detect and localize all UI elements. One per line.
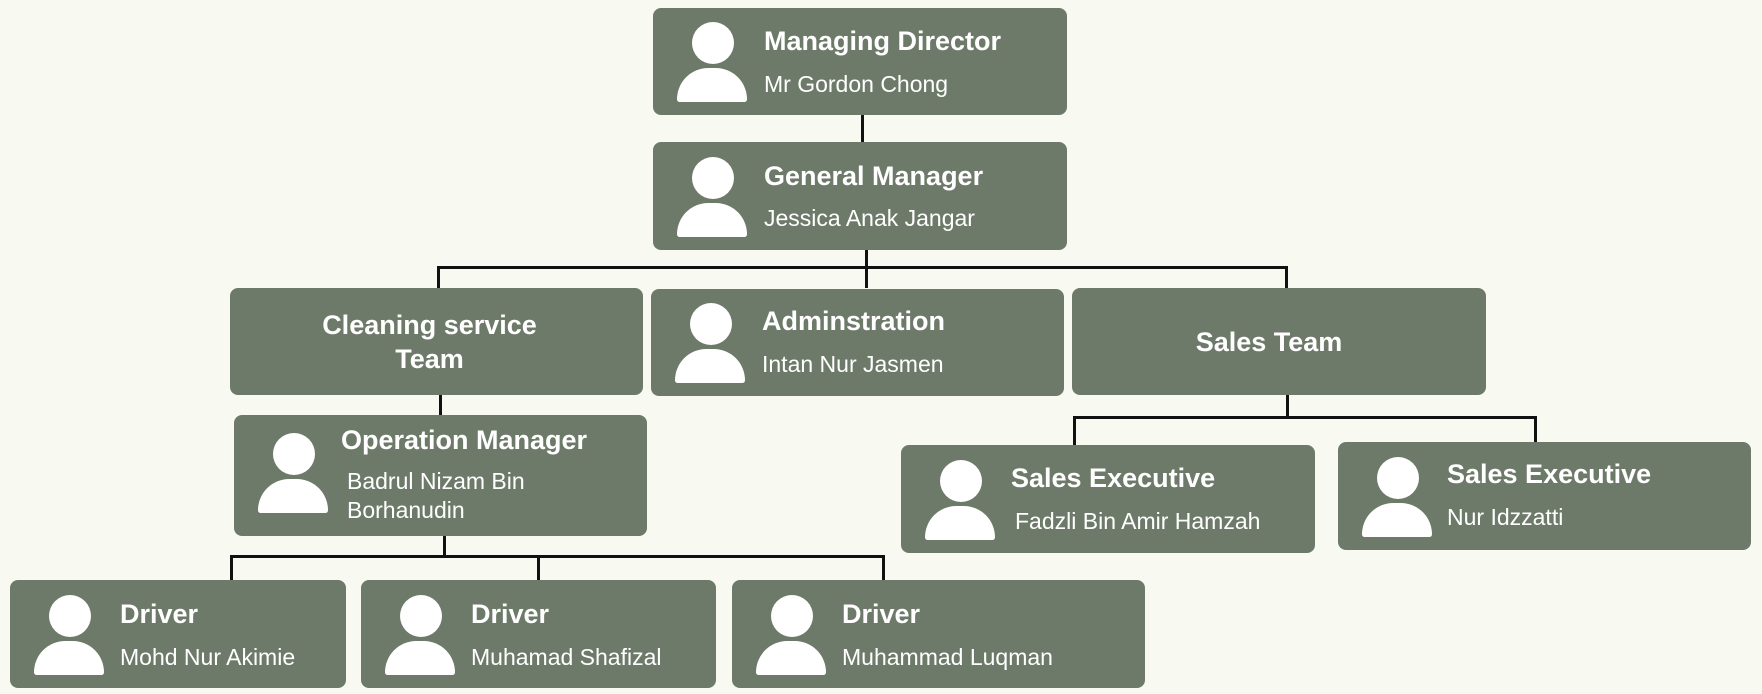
node-sales-executive-2[interactable]: Sales Executive Nur Idzzatti [1338,442,1751,550]
node-name: Mr Gordon Chong [764,71,949,97]
node-title: Driver [120,599,199,629]
node-name: Intan Nur Jasmen [762,351,944,377]
connector-to-sales-team [1285,266,1288,288]
person-icon [675,303,745,383]
node-sales-team[interactable]: Sales Team [1072,288,1486,395]
node-title: Managing Director [764,26,1002,56]
connector-level2-horizontal [437,266,1288,269]
node-managing-director[interactable]: Managing Director Mr Gordon Chong [653,8,1067,115]
connector-to-driver1 [230,555,233,580]
connector-to-se2 [1534,416,1537,442]
connector-to-cleaning [437,266,440,288]
connector-opmgr-down [443,536,446,557]
person-icon [258,433,328,513]
node-title: Sales Executive [1011,463,1216,493]
node-general-manager[interactable]: General Manager Jessica Anak Jangar [653,142,1067,250]
connector-to-se1 [1073,416,1076,445]
connector-md-gm [861,115,864,142]
node-driver-2[interactable]: Driver Muhamad Shafizal [361,580,716,688]
node-title: Operation Manager [341,425,588,455]
node-title: Cleaning service Team [230,308,643,376]
person-icon [677,157,747,237]
connector-drivers-horizontal [230,555,885,558]
person-icon [385,595,455,675]
person-icon [756,595,826,675]
person-icon [34,595,104,675]
node-name-line2: Borhanudin [347,497,465,523]
person-icon [925,460,995,540]
node-title: Sales Executive [1447,459,1652,489]
node-title-line2: Team [395,343,464,374]
node-administration[interactable]: Adminstration Intan Nur Jasmen [651,289,1064,396]
connector-sales-down [1286,395,1289,418]
node-title: General Manager [764,161,984,191]
node-name: Muhammad Luqman [842,644,1053,670]
connector-to-driver2 [537,555,540,580]
node-name-line1: Badrul Nizam Bin [347,468,525,494]
connector-cleaning-opmgr [439,395,442,415]
node-driver-3[interactable]: Driver Muhammad Luqman [732,580,1145,688]
node-name: Fadzli Bin Amir Hamzah [1015,508,1261,534]
connector-sales-horizontal [1073,416,1537,419]
connector-to-driver3 [882,555,885,580]
node-title: Sales Team [1195,326,1343,357]
node-operation-manager[interactable]: Operation Manager Badrul Nizam Bin Borha… [234,415,647,536]
node-title: Adminstration [762,306,946,336]
connector-gm-down [865,250,868,288]
node-title: Driver [842,599,921,629]
node-driver-1[interactable]: Driver Mohd Nur Akimie [10,580,346,688]
node-name: Jessica Anak Jangar [764,205,975,231]
person-icon [1362,457,1432,537]
node-sales-executive-1[interactable]: Sales Executive Fadzli Bin Amir Hamzah [901,445,1315,553]
node-name: Mohd Nur Akimie [120,644,296,670]
node-title: Driver [471,599,550,629]
node-name: Nur Idzzatti [1447,504,1564,530]
node-title-line1: Cleaning service [322,309,537,340]
person-icon [677,22,747,102]
node-cleaning-service-team[interactable]: Cleaning service Team [230,288,643,395]
node-name: Muhamad Shafizal [471,644,662,670]
